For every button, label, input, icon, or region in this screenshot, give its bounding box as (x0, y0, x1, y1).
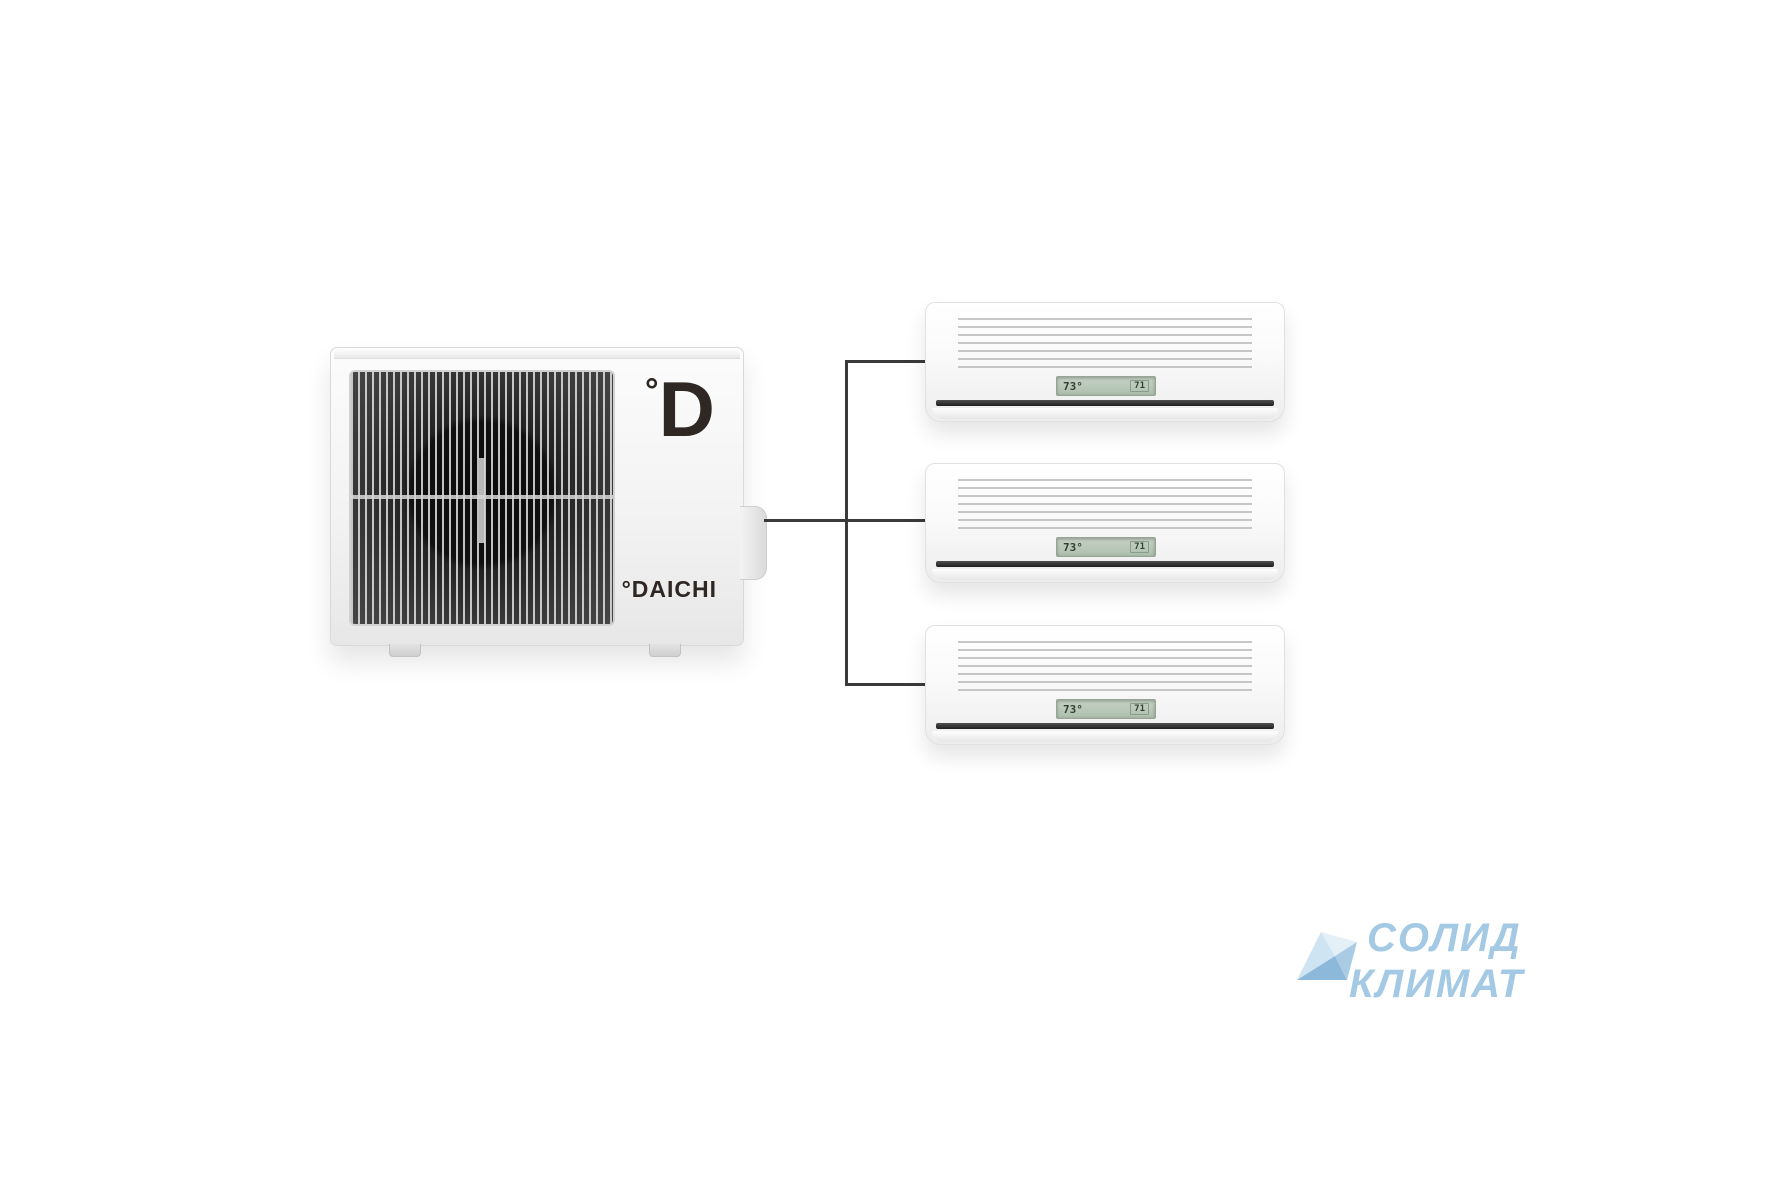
indoor-unit-2: 73° 71 (925, 463, 1285, 583)
outdoor-unit-top-lid (334, 348, 740, 359)
indoor-unit-1: 73° 71 (925, 302, 1285, 422)
daichi-logo: °D (645, 370, 715, 448)
vent-slats (958, 641, 1252, 693)
connection-line-bottom-branch (846, 683, 925, 686)
connection-line-top-branch (846, 360, 925, 363)
grille-center-bar (479, 457, 486, 544)
watermark-gem-icon (1297, 932, 1357, 980)
lcd-temperature: 73° (1063, 540, 1083, 554)
air-outlet-flap (936, 400, 1274, 406)
lcd-display: 73° 71 (1056, 699, 1156, 719)
fan-grille (349, 370, 615, 626)
lcd-temperature: 73° (1063, 702, 1083, 716)
indoor-unit-3: 73° 71 (925, 625, 1285, 745)
lcd-aux-value: 71 (1130, 541, 1149, 553)
air-outlet-flap (936, 561, 1274, 567)
daichi-logo-degree: ° (645, 372, 659, 410)
lcd-aux-value: 71 (1130, 380, 1149, 392)
pipe-cover (740, 506, 767, 580)
outdoor-unit-foot-right (649, 644, 681, 657)
connection-line-main (764, 519, 925, 522)
vent-slats (958, 318, 1252, 370)
connection-line-vertical (845, 360, 848, 686)
lcd-temperature: 73° (1063, 379, 1083, 393)
bottom-lip (932, 408, 1278, 419)
watermark-text-line1: СОЛИД (1367, 916, 1522, 960)
daichi-brand-label: °DAICHI (621, 576, 717, 602)
lcd-display: 73° 71 (1056, 537, 1156, 557)
outdoor-unit-foot-left (389, 644, 421, 657)
lcd-aux-value: 71 (1130, 703, 1149, 715)
watermark: СОЛИД КЛИМАТ (1295, 912, 1575, 1017)
outdoor-unit: °D °DAICHI (330, 347, 767, 657)
vent-slats (958, 479, 1252, 531)
daichi-logo-letter: D (658, 365, 715, 453)
watermark-text-line2: КЛИМАТ (1349, 962, 1525, 1006)
bottom-lip (932, 731, 1278, 742)
lcd-display: 73° 71 (1056, 376, 1156, 396)
bottom-lip (932, 569, 1278, 580)
air-outlet-flap (936, 723, 1274, 729)
